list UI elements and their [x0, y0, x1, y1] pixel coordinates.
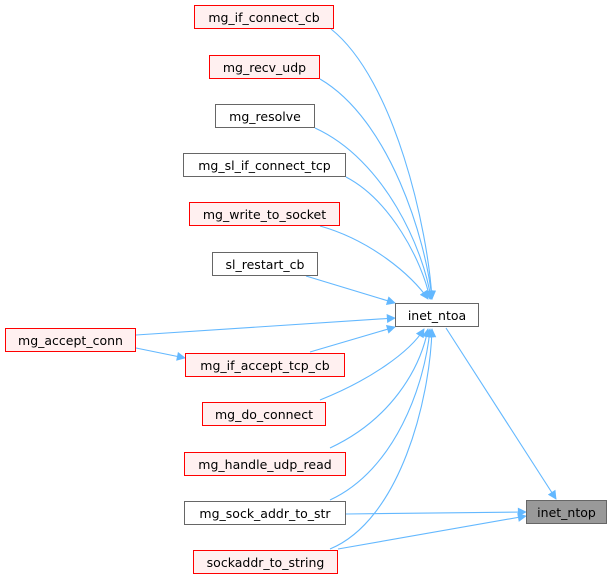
edge-mg_recv_udp-inet_ntoa: [319, 78, 436, 300]
edge-mg_do_connect-inet_ntoa: [319, 328, 425, 401]
edge-sl_restart_cb-inet_ntoa: [305, 275, 396, 305]
node-mg_resolve[interactable]: mg_resolve: [215, 104, 315, 128]
edge-inet_ntoa-inet_ntop: [445, 327, 557, 500]
node-mg_sl_if_connect_tcp[interactable]: mg_sl_if_connect_tcp: [183, 153, 346, 177]
edge-mg_accept_conn-inet_ntoa: [135, 314, 396, 336]
node-mg_accept_conn[interactable]: mg_accept_conn: [5, 328, 136, 352]
node-mg_write_to_socket[interactable]: mg_write_to_socket: [189, 202, 340, 226]
edge-mg_if_connect_cb-inet_ntoa: [330, 28, 437, 300]
edge-mg_if_accept_tcp_cb-inet_ntoa: [309, 324, 396, 353]
edge-mg_accept_conn-mg_if_accept_tcp_cb: [135, 347, 186, 361]
node-mg_do_connect[interactable]: mg_do_connect: [202, 402, 326, 426]
edge-mg_sl_if_connect_tcp-inet_ntoa: [345, 176, 433, 300]
node-inet_ntoa[interactable]: inet_ntoa: [395, 303, 479, 327]
edge-mg_write_to_socket-inet_ntoa: [319, 225, 429, 300]
node-mg_if_accept_tcp_cb[interactable]: mg_if_accept_tcp_cb: [185, 353, 345, 377]
node-mg_handle_udp_read[interactable]: mg_handle_udp_read: [184, 452, 346, 476]
node-mg_recv_udp[interactable]: mg_recv_udp: [209, 55, 320, 79]
node-inet_ntop: inet_ntop: [526, 500, 607, 524]
node-sl_restart_cb[interactable]: sl_restart_cb: [212, 252, 318, 276]
node-mg_if_connect_cb[interactable]: mg_if_connect_cb: [194, 5, 334, 29]
edge-mg_handle_udp_read-inet_ntoa: [329, 328, 431, 449]
edge-mg_resolve-inet_ntoa: [314, 127, 435, 300]
edge-sockaddr_to_string-inet_ntoa: [329, 328, 437, 550]
edge-mg_sock_addr_to_str-inet_ntop: [345, 507, 527, 517]
node-mg_sock_addr_to_str[interactable]: mg_sock_addr_to_str: [184, 501, 346, 525]
edge-mg_sock_addr_to_str-inet_ntoa: [329, 328, 434, 501]
node-sockaddr_to_string[interactable]: sockaddr_to_string: [193, 550, 338, 574]
edge-sockaddr_to_string-inet_ntop: [337, 512, 527, 550]
